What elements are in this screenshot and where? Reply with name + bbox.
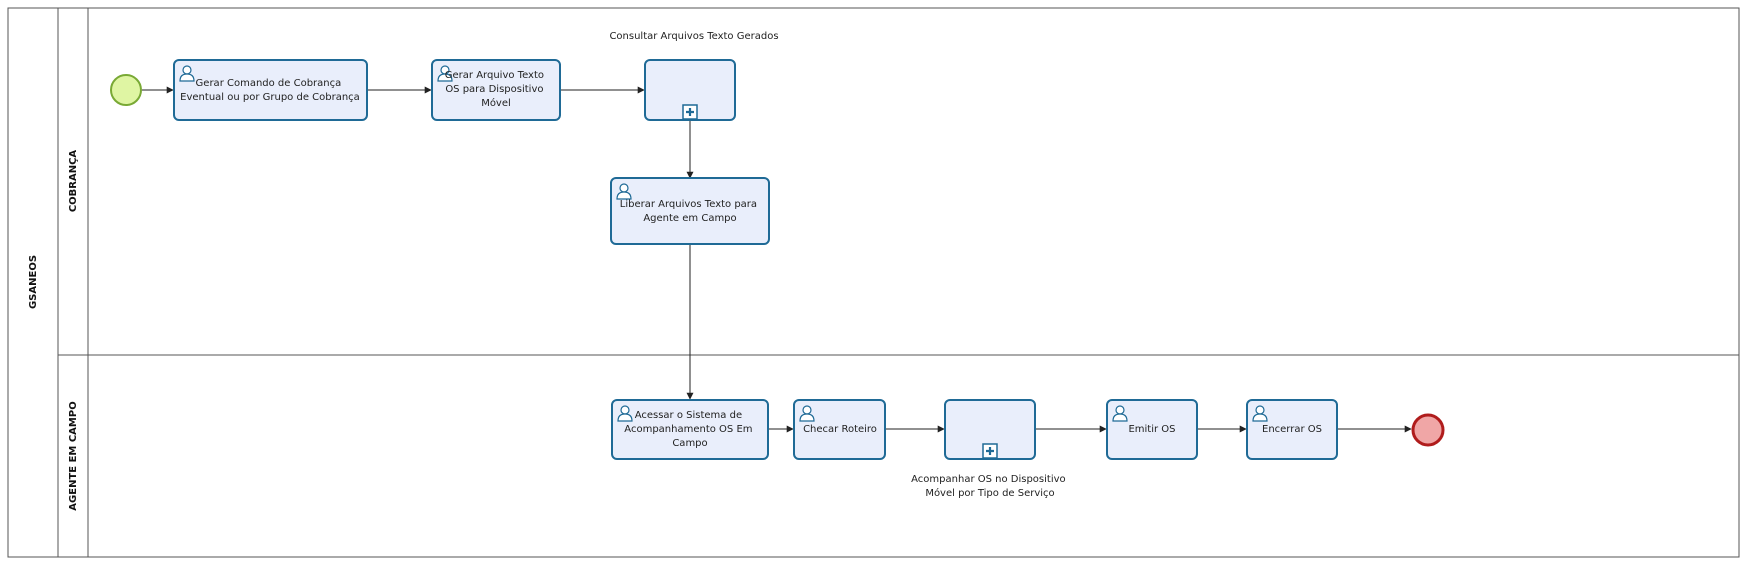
end-event[interactable] xyxy=(1411,413,1445,447)
sequence-flows xyxy=(142,86,1412,433)
task-label-line: OS para Dispositivo xyxy=(445,84,543,95)
task-gerar-comando[interactable]: Gerar Comando de Cobrança Eventual ou po… xyxy=(173,59,368,121)
subprocess-label-line: Acompanhar OS no Dispositivo xyxy=(911,474,1066,485)
task-label-line: Acompanhamento OS Em xyxy=(624,424,752,435)
user-task-icon xyxy=(799,405,815,422)
subprocess-label: Consultar Arquivos Texto Gerados xyxy=(609,31,778,42)
expand-icon[interactable] xyxy=(682,104,698,120)
task-gerar-arquivo[interactable]: Gerar Arquivo Texto OS para Dispositivo … xyxy=(431,59,561,121)
task-label-line: Eventual ou por Grupo de Cobrança xyxy=(180,92,360,103)
task-label-line: Acessar o Sistema de xyxy=(635,410,742,421)
task-label-line: Emitir OS xyxy=(1128,424,1175,435)
user-task-icon xyxy=(616,183,632,200)
task-label-line: Checar Roteiro xyxy=(803,424,877,435)
start-event[interactable] xyxy=(110,74,142,106)
task-emitir-os[interactable]: Emitir OS xyxy=(1106,399,1198,460)
svg-text:Acessar o Sistema de Aco: Acessar o Sistema de Acompanhamento OS E… xyxy=(624,410,755,449)
task-label-line: Gerar Comando de Cobrança xyxy=(196,78,342,89)
lane-label-cobranca: COBRANÇA xyxy=(68,150,79,213)
task-acessar[interactable]: Acessar o Sistema de Acompanhamento OS E… xyxy=(611,399,769,460)
svg-text:Liberar Arquivos Texto para: Liberar Arquivos Texto para Agente em Ca… xyxy=(620,199,760,224)
user-task-icon xyxy=(617,405,633,422)
user-task-icon xyxy=(179,65,195,82)
lane-label-agente: AGENTE EM CAMPO xyxy=(68,401,79,510)
task-checar-roteiro[interactable]: Checar Roteiro xyxy=(793,399,886,460)
svg-text:Acompanhar OS no Dispositivo: Acompanhar OS no Dispositivo Móvel por T… xyxy=(911,474,1069,499)
user-task-icon xyxy=(1112,405,1128,422)
task-label-line: Encerrar OS xyxy=(1262,424,1322,435)
task-label-line: Campo xyxy=(672,438,707,449)
pool-label: GSANEOS xyxy=(28,255,39,309)
task-liberar[interactable]: Liberar Arquivos Texto para Agente em Ca… xyxy=(610,177,770,245)
user-task-icon xyxy=(437,65,453,82)
expand-icon[interactable] xyxy=(982,443,998,459)
task-label-line: Liberar Arquivos Texto para xyxy=(620,199,757,210)
subprocess-consultar[interactable]: Consultar Arquivos Texto Gerados xyxy=(609,31,779,121)
svg-text:Gerar Arquivo Texto OS p: Gerar Arquivo Texto OS para Dispositivo … xyxy=(445,70,547,109)
user-task-icon xyxy=(1252,405,1268,422)
task-label-line: Gerar Arquivo Texto xyxy=(445,70,544,81)
svg-text:Gerar Comando de Cobrança: Gerar Comando de Cobrança Eventual ou po… xyxy=(180,78,360,103)
subprocess-acompanhar[interactable]: Acompanhar OS no Dispositivo Móvel por T… xyxy=(911,399,1069,499)
task-label-line: Agente em Campo xyxy=(643,213,736,224)
task-label-line: Móvel xyxy=(481,97,511,109)
task-encerrar-os[interactable]: Encerrar OS xyxy=(1246,399,1338,460)
subprocess-label-line: Móvel por Tipo de Serviço xyxy=(925,487,1054,499)
